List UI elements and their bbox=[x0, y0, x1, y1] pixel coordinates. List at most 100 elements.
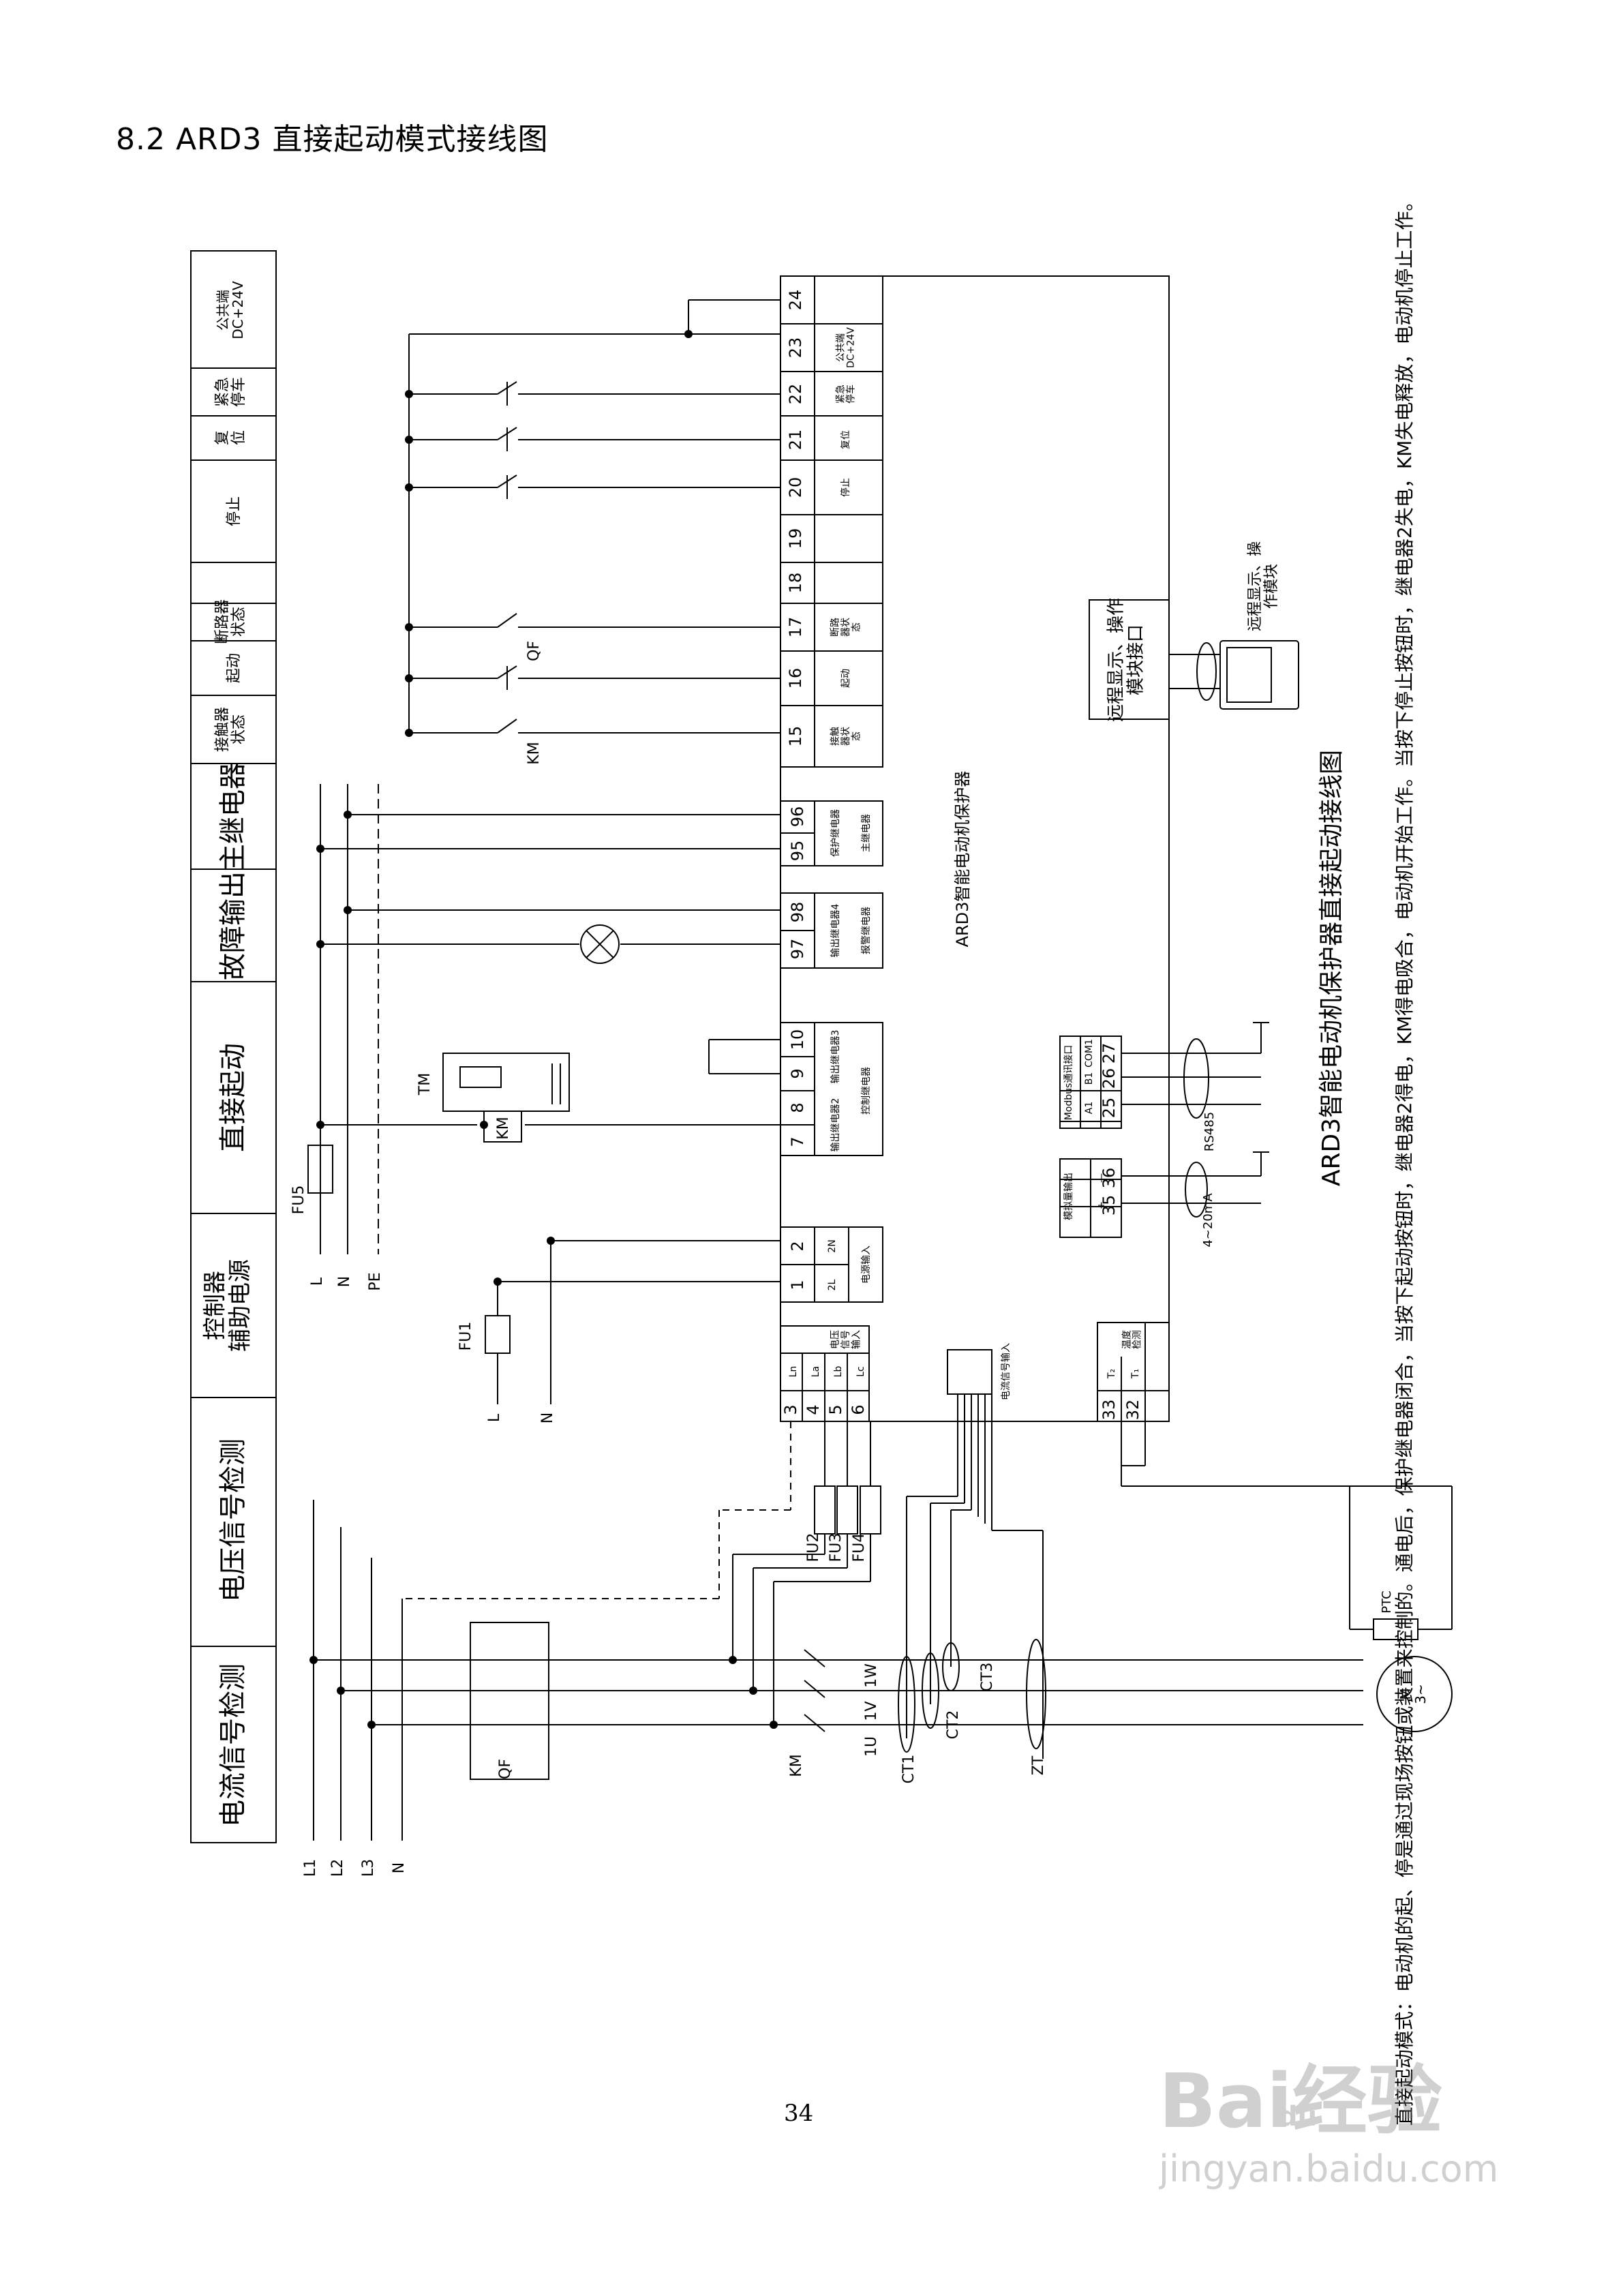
terminal-16: 16 bbox=[786, 668, 805, 689]
plus-label: + bbox=[1096, 1201, 1107, 1209]
terminal-19: 19 bbox=[786, 528, 805, 549]
label-fault-output: 故障输出 bbox=[217, 871, 249, 980]
lb-label: Lb bbox=[833, 1366, 844, 1378]
km-top-label: KM bbox=[526, 742, 543, 764]
terminal-20: 20 bbox=[786, 477, 805, 498]
label-reset: 复位 bbox=[214, 430, 247, 445]
t16-label: 起动 bbox=[840, 669, 851, 688]
out-relay2-label: 输出继电器2 bbox=[830, 1098, 841, 1152]
alarm-relay-label: 报警继电器 bbox=[861, 907, 872, 954]
ct3-label: CT3 bbox=[979, 1663, 996, 1692]
ptc-label: PTC bbox=[1380, 1590, 1394, 1613]
watermark-url: jingyan.baidu.com bbox=[1159, 2147, 1498, 2190]
page-number: 34 bbox=[784, 2100, 814, 2127]
watermark-brand: Bai经验 bbox=[1159, 2057, 1442, 2145]
device-title: ARD3智能电动机保护器 bbox=[953, 771, 972, 948]
minus-label: — bbox=[1096, 1173, 1107, 1183]
la-label: La bbox=[810, 1366, 821, 1377]
out-relay4-label: 输出继电器4 bbox=[830, 903, 841, 957]
terminal-1: 1 bbox=[788, 1280, 807, 1290]
terminal-9: 9 bbox=[788, 1068, 807, 1078]
terminal-18: 18 bbox=[786, 573, 805, 594]
terminal-32: 32 bbox=[1123, 1400, 1142, 1421]
terminal-95: 95 bbox=[788, 841, 807, 862]
out-relay3-label: 输出继电器3 bbox=[830, 1030, 841, 1084]
ln-label: Ln bbox=[788, 1366, 799, 1378]
terminal-22: 22 bbox=[786, 384, 805, 405]
n-label: N bbox=[336, 1276, 353, 1287]
label-breaker-state: 断路器状态 bbox=[214, 599, 247, 644]
terminal-98: 98 bbox=[788, 902, 807, 923]
terminal-96: 96 bbox=[788, 806, 807, 828]
qf-bottom-label: QF bbox=[497, 1759, 514, 1779]
ct2-label: CT2 bbox=[945, 1710, 962, 1740]
terminal-8: 8 bbox=[788, 1102, 807, 1113]
terminal-15: 15 bbox=[786, 726, 805, 747]
label-current-detect: 电流信号检测 bbox=[217, 1663, 249, 1827]
terminal-36: 36 bbox=[1099, 1168, 1119, 1189]
l-label: L bbox=[309, 1277, 326, 1286]
terminal-5: 5 bbox=[826, 1404, 845, 1415]
km-bottom-label: KM bbox=[788, 1754, 805, 1777]
terminal-21: 21 bbox=[786, 429, 805, 451]
main-relay-label: 主继电器 bbox=[861, 814, 872, 852]
qf-top-label: QF bbox=[526, 641, 543, 661]
remote-module-label: 远程显示、操作模块 bbox=[1247, 541, 1280, 631]
motor-label: M3~ bbox=[1397, 1684, 1429, 1704]
l3-label: L3 bbox=[360, 1859, 377, 1877]
current-in-label: 电流信号输入 bbox=[1001, 1343, 1012, 1400]
t2-label: T₂ bbox=[1106, 1369, 1117, 1379]
label-column-frame bbox=[190, 250, 277, 1843]
terminal-27: 27 bbox=[1099, 1043, 1119, 1064]
t1-label: T₁ bbox=[1130, 1369, 1141, 1379]
terminal-35: 35 bbox=[1099, 1195, 1119, 1216]
l-aux-label: L bbox=[486, 1413, 503, 1422]
rs485-label: RS485 bbox=[1202, 1112, 1217, 1151]
t23-label: 公共端DC+24V bbox=[835, 327, 856, 368]
terminal-17: 17 bbox=[786, 617, 805, 638]
l2-label: L2 bbox=[329, 1859, 346, 1877]
km-coil-label: KM bbox=[495, 1117, 512, 1139]
terminal-97: 97 bbox=[788, 939, 807, 960]
t21-label: 复位 bbox=[840, 430, 851, 449]
label-common-24v: 公共端DC+24V bbox=[215, 281, 246, 339]
pe-label: PE bbox=[367, 1272, 384, 1290]
protect-relay-label: 保护继电器 bbox=[830, 809, 841, 857]
terminal-23: 23 bbox=[786, 337, 805, 359]
w-label: 1W bbox=[863, 1663, 880, 1688]
n-aux-label: N bbox=[539, 1413, 556, 1423]
label-main-relay: 主继电器 bbox=[217, 762, 249, 871]
fu2-label: FU2 bbox=[805, 1533, 822, 1562]
terminal-6: 6 bbox=[849, 1404, 868, 1415]
fu1-label: FU1 bbox=[457, 1322, 474, 1351]
power-in-label: 电源输入 bbox=[861, 1245, 872, 1284]
l1-label: L1 bbox=[302, 1859, 319, 1877]
terminal-24: 24 bbox=[786, 290, 805, 311]
v-label: 1V bbox=[863, 1701, 880, 1721]
section-title: 8.2 ARD3 直接起动模式接线图 bbox=[116, 122, 549, 157]
terminal-26: 26 bbox=[1099, 1068, 1119, 1089]
ma-label: 4~20mA bbox=[1201, 1193, 1215, 1248]
tm-label: TM bbox=[416, 1073, 434, 1096]
fu5-label: FU5 bbox=[290, 1185, 307, 1215]
fu4-label: FU4 bbox=[851, 1533, 868, 1562]
terminal-33: 33 bbox=[1099, 1400, 1119, 1421]
label-contactor-state: 接触器状态 bbox=[214, 707, 247, 752]
label-stop: 停止 bbox=[226, 496, 243, 526]
n-main-label: N bbox=[391, 1862, 408, 1873]
terminal-25: 25 bbox=[1099, 1098, 1119, 1119]
remote-port-label: 远程显示、操作模块接口 bbox=[1106, 598, 1147, 722]
aux-2n-label: 2N bbox=[827, 1239, 838, 1252]
label-direct-start: 直接起动 bbox=[217, 1043, 249, 1152]
temp-label: 温度检测 bbox=[1121, 1330, 1142, 1349]
watermark-du: du bbox=[1278, 2101, 1317, 2132]
t22-label: 紧急停车 bbox=[835, 384, 856, 404]
label-start: 起动 bbox=[226, 653, 243, 683]
t15-label: 接触器状态 bbox=[830, 727, 862, 746]
description: 直接起动模式：电动机的起、停是通过现场按钮或装置来控制的。通电后，保护继电器闭合… bbox=[1393, 192, 1416, 2126]
a1-label: A1 bbox=[1084, 1102, 1095, 1114]
t17-label: 断路器状态 bbox=[830, 618, 862, 637]
com1-label: COM1 bbox=[1084, 1039, 1095, 1068]
label-voltage-detect: 电压信号检测 bbox=[217, 1438, 249, 1602]
